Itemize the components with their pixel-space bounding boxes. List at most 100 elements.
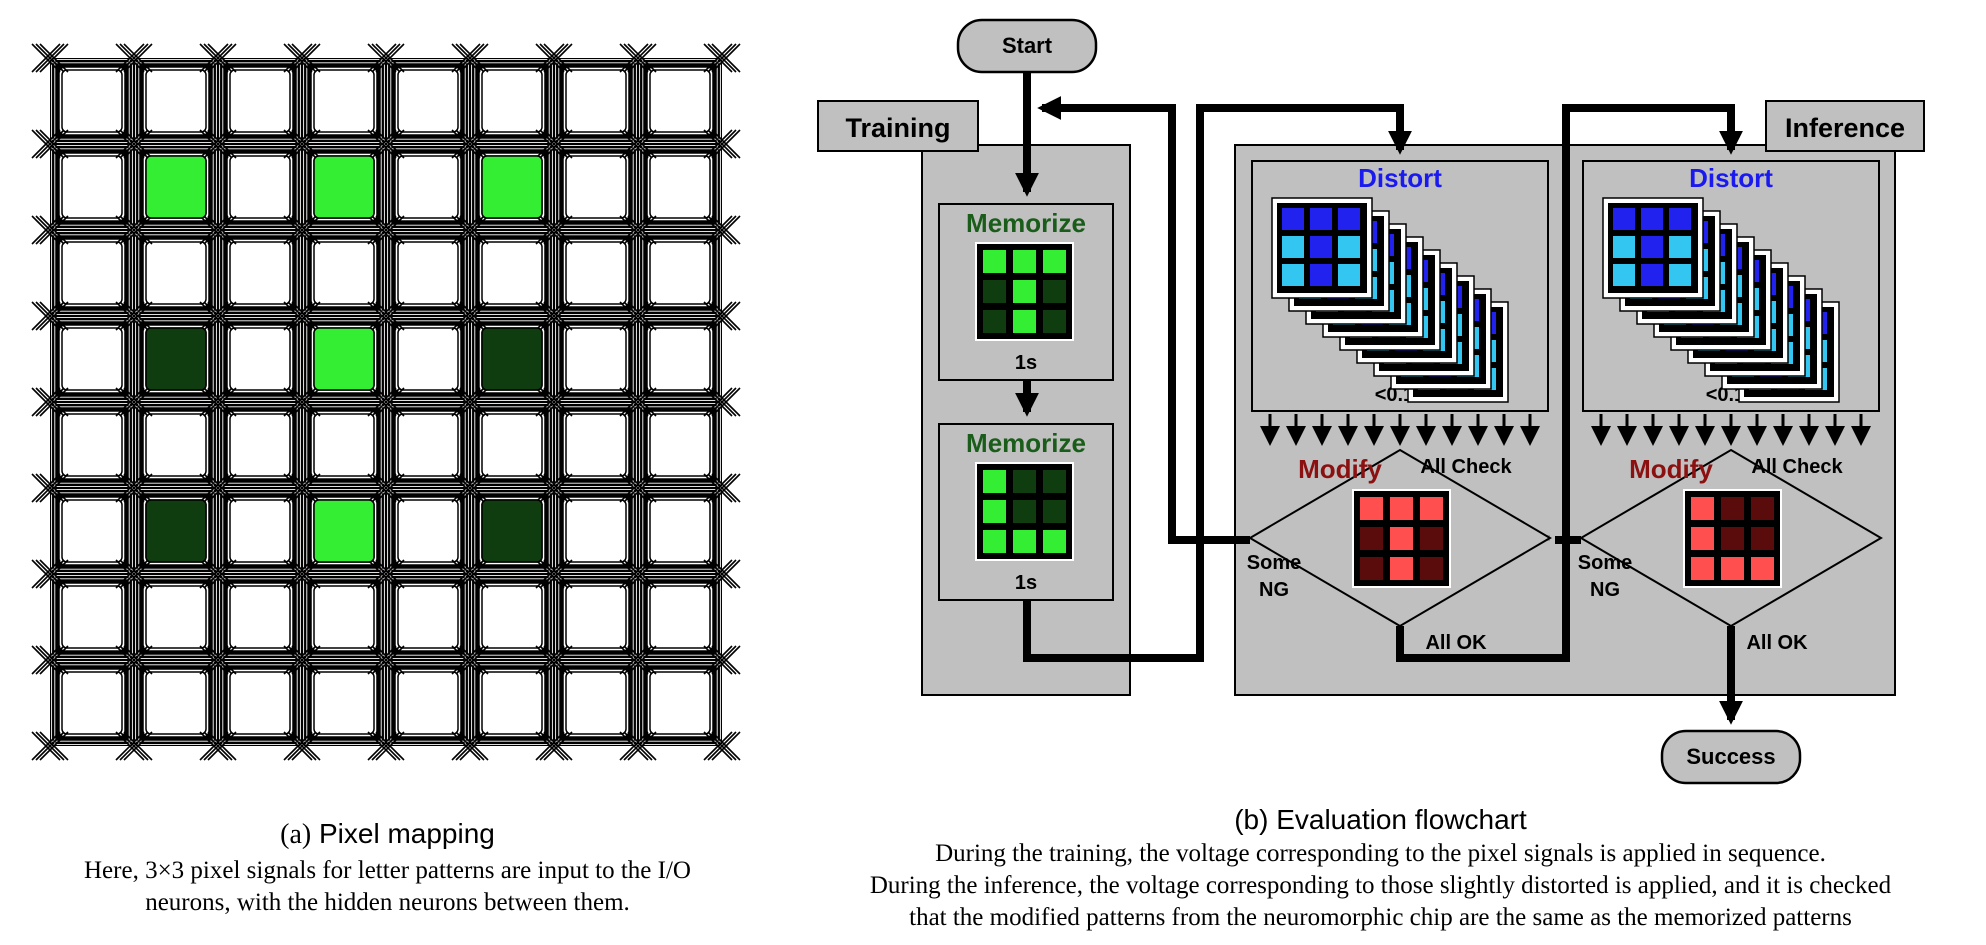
lattice-cross-line [623, 473, 653, 503]
lattice-cross-line [123, 559, 153, 589]
lattice-cross-line [451, 645, 481, 675]
lattice-cross-line [535, 731, 565, 761]
lattice-cross-line [367, 301, 397, 331]
distort-output-arrows-2 [1591, 414, 1871, 446]
io-neuron-off [145, 499, 207, 563]
lattice-cross-line [35, 559, 65, 589]
distorted-pixel-off [1669, 264, 1691, 286]
lattice-cross-line [115, 387, 145, 417]
lattice-cross-line [115, 215, 145, 245]
training-label: Training [845, 113, 950, 143]
output-arrow-head [1695, 426, 1715, 446]
lattice-cross-line [287, 731, 317, 761]
lattice-cross-line [207, 43, 237, 73]
lattice-cross-line [543, 215, 573, 245]
lattice-cell [145, 69, 207, 133]
output-arrow-head [1364, 426, 1384, 446]
lattice-cross-line [35, 215, 65, 245]
memorize-2-pixel-off [1043, 470, 1066, 493]
lattice-cell [397, 69, 459, 133]
distorted-pixel-on [1310, 264, 1332, 286]
lattice-cross-line [115, 559, 145, 589]
lattice-cross-line [119, 645, 149, 675]
output-arrow-head [1773, 426, 1793, 446]
lattice-cross-line [535, 387, 565, 417]
lattice-cross-line [207, 731, 237, 761]
modify-1-pixel-off [1360, 527, 1383, 550]
lattice-cross-line [543, 473, 573, 503]
io-neuron-on [481, 155, 543, 219]
modify-1-pixel-on [1390, 497, 1413, 520]
lattice-cross-line [203, 215, 233, 245]
all-ok-label-2: All OK [1746, 632, 1808, 654]
lattice-cross-line [539, 129, 569, 159]
lattice-cross-line [39, 301, 69, 331]
lattice-cell [649, 327, 711, 391]
lattice-cross-line [199, 215, 229, 245]
lattice-cell [229, 585, 291, 649]
modify-2-pixel-on [1721, 557, 1744, 580]
lattice-cell [229, 327, 291, 391]
lattice-cross-line [623, 645, 653, 675]
lattice-cross-line [703, 473, 733, 503]
lattice-cross-line [619, 301, 649, 331]
lattice-cross-line [711, 473, 741, 503]
lattice-cell [649, 585, 711, 649]
lattice-cross-line [459, 43, 489, 73]
lattice-cross-line [539, 387, 569, 417]
lattice-cross-line [199, 301, 229, 331]
lattice-cross-line [291, 215, 321, 245]
lattice-cross-line [39, 43, 69, 73]
lattice-cross-line [455, 215, 485, 245]
lattice-cross-line [711, 301, 741, 331]
lattice-cross-line [283, 559, 313, 589]
lattice-cross-line [207, 215, 237, 245]
lattice-cross-line [619, 559, 649, 589]
lattice-cross-line [711, 129, 741, 159]
memorize-2-pixel-on [983, 500, 1006, 523]
lattice-cross-line [703, 645, 733, 675]
memorize-2-pixel-on [1043, 530, 1066, 553]
output-arrow-head [1312, 426, 1332, 446]
lattice-cell [145, 671, 207, 735]
lattice-cross-line [39, 559, 69, 589]
lattice-cross-line [623, 129, 653, 159]
lattice-cell [313, 585, 375, 649]
lattice-cross-line [711, 731, 741, 761]
lattice-cell [397, 413, 459, 477]
lattice-cross-line [451, 215, 481, 245]
all-check-label-2: All Check [1751, 456, 1843, 478]
lattice-cross-line [627, 301, 657, 331]
lattice-cross-line [35, 731, 65, 761]
lattice-cross-line [31, 645, 61, 675]
lattice-cross-line [623, 387, 653, 417]
lattice-cross-line [199, 731, 229, 761]
distorted-pixel-on [1282, 208, 1304, 230]
memorize-1-pixel-off [1043, 280, 1066, 303]
lattice-cross-line [371, 473, 401, 503]
lattice-cross-line [367, 43, 397, 73]
distort-label-1: Distort [1358, 163, 1442, 193]
lattice-cross-line [123, 645, 153, 675]
distorted-pixel-off [1669, 236, 1691, 258]
distorted-pixel-on [1641, 264, 1663, 286]
lattice-cross-line [291, 129, 321, 159]
lattice-cross-line [535, 473, 565, 503]
lattice-cross-line [31, 473, 61, 503]
memorize-label-1: Memorize [966, 208, 1086, 238]
distorted-pixel-on [1310, 236, 1332, 258]
lattice-cross-line [543, 731, 573, 761]
lattice-cross-line [207, 387, 237, 417]
lattice-cross-line [119, 215, 149, 245]
modify-1-pixel-on [1390, 527, 1413, 550]
lattice-cross-line [707, 129, 737, 159]
modify-1-pixel-on [1390, 557, 1413, 580]
start-label: Start [1002, 33, 1053, 58]
distorted-pixel-off [1282, 264, 1304, 286]
lattice-cross-line [711, 215, 741, 245]
output-arrow-head [1825, 426, 1845, 446]
io-neuron-off [481, 499, 543, 563]
modify-pattern-1 [1352, 489, 1451, 588]
lattice-cross-line [619, 43, 649, 73]
flowchart-desc-line-3: that the modified patterns from the neur… [909, 904, 1852, 931]
